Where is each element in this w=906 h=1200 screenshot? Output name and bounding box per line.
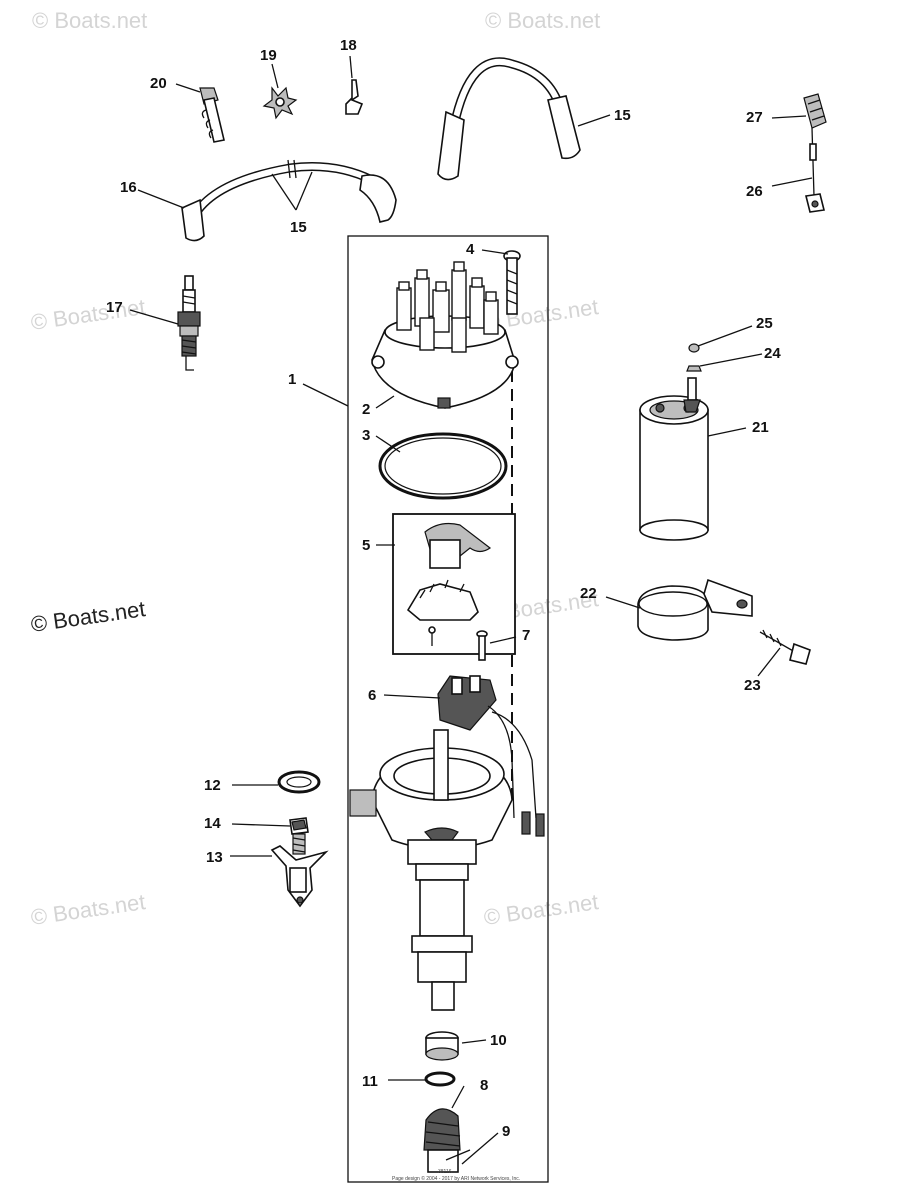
callout-19: 19 [260,47,277,64]
distributor-cap [371,261,519,409]
bushing [425,1031,459,1061]
watermark: © Boats.net [29,889,147,930]
callout-6: 6 [368,687,376,704]
callout-26: 26 [746,183,763,200]
callout-17: 17 [106,299,123,316]
callout-15: 15 [614,107,631,124]
callout-27: 27 [746,109,763,126]
callout-18: 18 [340,37,357,54]
cap-screw [503,250,521,315]
o-ring [378,432,508,500]
callout-5: 5 [362,537,370,554]
callout-25: 25 [756,315,773,332]
hold-down-bolt [289,817,309,855]
watermark: © Boats.net [485,8,600,33]
wire-holder [199,87,225,143]
callout-11: 11 [362,1073,378,1090]
watermark: © Boats.net [29,596,147,637]
drive-gear [423,1108,461,1173]
callout-16: 16 [120,179,137,196]
washer [424,1071,456,1087]
callout-9: 9 [502,1123,510,1140]
bracket-bolt [759,629,811,665]
spark-plug-wire [181,159,397,242]
spark-plug [177,275,201,371]
terminal-connector [803,93,827,129]
hold-down-clamp [270,845,329,908]
bracket-washer [277,770,321,794]
assembly-frame [347,235,549,1183]
rotor-kit [392,513,516,655]
callout-15-lead: 15 [290,219,307,236]
callout-22: 22 [580,585,597,602]
callout-24: 24 [764,345,781,362]
callout-21: 21 [752,419,769,436]
coil-wire [437,57,581,181]
callout-14: 14 [204,815,221,832]
leader-lines [129,55,813,1165]
distributor-housing [349,729,513,1011]
callout-7: 7 [522,627,530,644]
callout-23: 23 [744,677,761,694]
callout-2: 2 [362,401,370,418]
module-screw [476,630,488,661]
ground-lead [805,127,825,213]
watermark: © Boats.net [482,889,600,930]
coil-washer [688,343,700,353]
diagram-code: 38116 [438,1169,452,1175]
coil-nut [686,365,702,372]
ignition-coil [639,377,709,541]
ignition-module [437,675,545,837]
copyright-notice: Page design © 2004 - 2017 by ARI Network… [392,1175,520,1182]
coil-bracket [637,578,753,641]
callout-1: 1 [288,371,296,388]
callout-12: 12 [204,777,221,794]
watermark: © Boats.net [32,8,147,33]
wire-retainer [262,86,298,120]
callout-4: 4 [466,241,475,258]
callout-13: 13 [206,849,223,866]
roll-pin [445,1149,471,1161]
callout-3: 3 [362,427,370,444]
callout-10: 10 [490,1032,507,1049]
callout-20: 20 [150,75,167,92]
callout-8: 8 [480,1077,488,1094]
watermark: © Boats.net [29,294,147,335]
wire-clip [345,79,364,115]
